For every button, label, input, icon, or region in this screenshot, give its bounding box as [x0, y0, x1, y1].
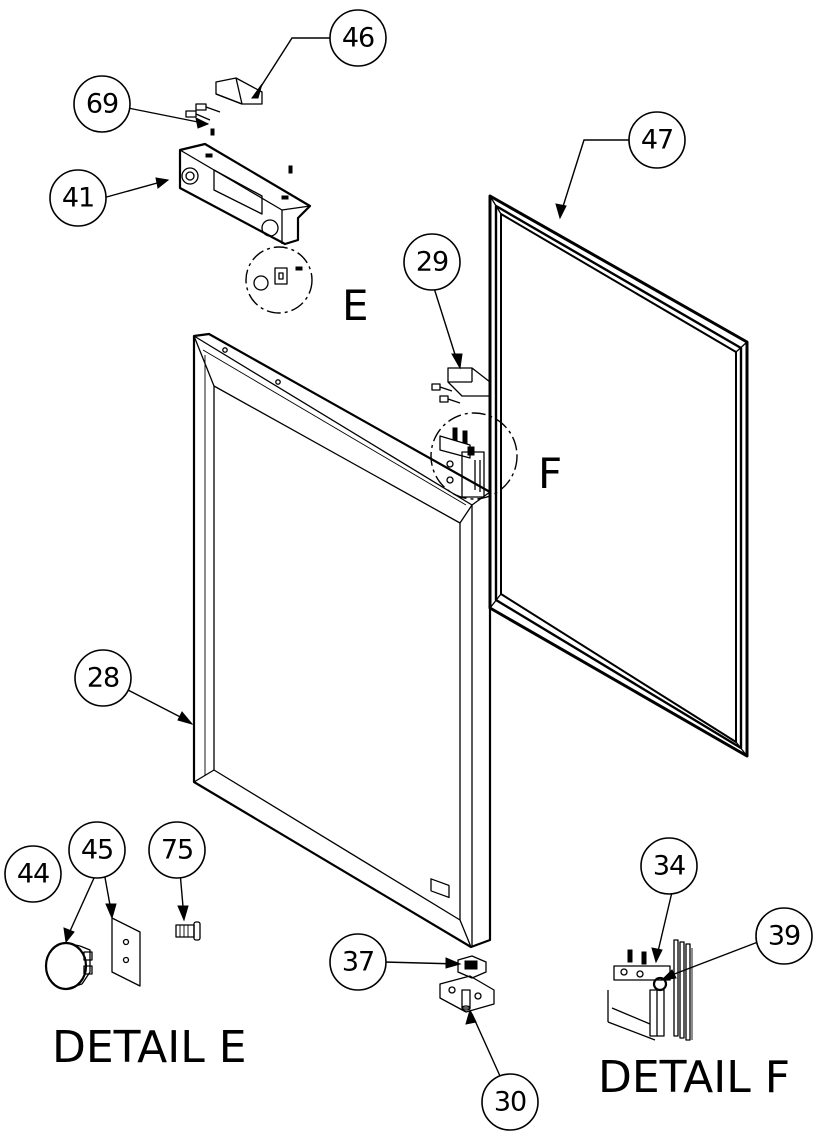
bent-plate-part-46: [215, 77, 263, 105]
balloon-46-label: 46: [342, 23, 374, 54]
balloon-39: 39: [755, 907, 813, 965]
bushing-part-37: [457, 955, 487, 979]
balloon-34-label: 34: [653, 851, 685, 882]
screws-part-69: [185, 103, 221, 136]
balloon-47-label: 47: [641, 125, 673, 156]
balloon-39-label: 39: [768, 921, 800, 952]
hinge-plate-part-29: [431, 367, 491, 404]
balloon-75-label: 75: [161, 835, 193, 866]
detail-e-callout-circle: [245, 246, 313, 314]
balloon-28-label: 28: [87, 663, 119, 694]
detail-e-callout-content: [253, 266, 303, 291]
detail-f-callout-circle: [430, 412, 518, 500]
balloon-41-label: 41: [62, 183, 94, 214]
balloon-37: 37: [329, 933, 387, 991]
balloon-44-label: 44: [17, 859, 49, 890]
balloon-37-label: 37: [342, 947, 374, 978]
balloon-44: 44: [4, 845, 62, 903]
handle-bracket-part-41: [178, 142, 312, 246]
balloon-28: 28: [74, 649, 132, 707]
leader-lines: [63, 37, 759, 1077]
balloon-29: 29: [403, 233, 461, 291]
plate-part-45: [111, 917, 141, 987]
balloon-30: 30: [481, 1073, 539, 1131]
detail-e-marker: E: [342, 281, 370, 330]
balloon-47: 47: [628, 111, 686, 169]
balloon-75: 75: [148, 821, 206, 879]
balloon-46: 46: [329, 9, 387, 67]
screw-part-75: [175, 921, 201, 941]
detail-f-title: DETAIL F: [598, 1052, 790, 1103]
door-frame-part-28: [192, 332, 492, 949]
knob-part-44: [44, 941, 93, 991]
balloon-29-label: 29: [416, 247, 448, 278]
balloon-69-label: 69: [86, 89, 118, 120]
balloon-69: 69: [73, 75, 131, 133]
balloon-45-label: 45: [81, 835, 113, 866]
balloon-30-label: 30: [494, 1087, 526, 1118]
balloon-41: 41: [49, 169, 107, 227]
detail-e-title: DETAIL E: [52, 1022, 247, 1073]
door-gasket-part-47: [488, 194, 749, 758]
bottom-hinge-part-30: [439, 975, 495, 1013]
top-hinge-assembly: [439, 427, 485, 498]
balloon-45: 45: [68, 821, 126, 879]
detail-f-view: [607, 939, 693, 1041]
balloon-34: 34: [640, 837, 698, 895]
detail-f-marker: F: [538, 449, 563, 498]
